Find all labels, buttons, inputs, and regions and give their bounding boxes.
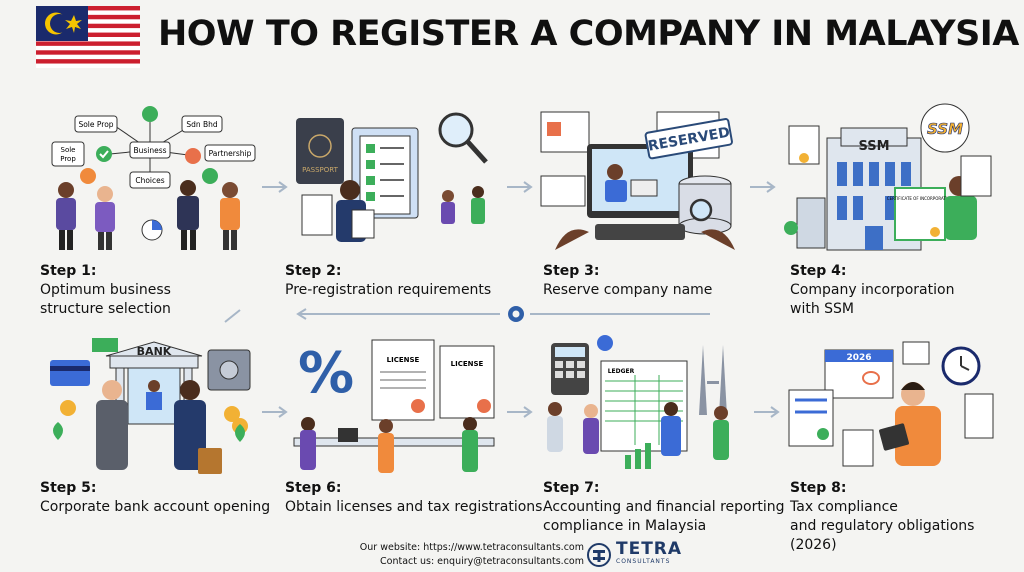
footer-contact: Our website: https://www.tetraconsultant… [300, 541, 584, 569]
step-6-illustration: % LICENSE LICENSE [293, 339, 495, 473]
license-doc-1: LICENSE [387, 356, 420, 364]
page-title: HOW TO REGISTER A COMPANY IN MALAYSIA [158, 14, 1019, 54]
flag-stripe [36, 41, 140, 47]
brand-name: TETRA CONSULTANTS [616, 539, 683, 565]
step-1-label: Step 1: Optimum business structure selec… [40, 263, 171, 317]
step-8-label: Step 8: Tax compliance and regulatory ob… [790, 480, 975, 553]
flag-stripe [36, 50, 140, 55]
flag-stripe [36, 63, 140, 68]
gear-icon [508, 306, 524, 322]
flag-stripe [36, 54, 140, 60]
ssm-logo-text: SSM [927, 120, 963, 138]
step-4-illustration: SSM SSM CERTIFICATE OF INCORPORATION [784, 103, 992, 251]
step-2-label: Step 2: Pre-registration requirements [285, 263, 492, 298]
tetra-logo-icon [587, 543, 611, 567]
step-5-label: Step 5: Corporate bank account opening [40, 480, 271, 515]
percent-icon: % [298, 341, 354, 406]
bank-sign: BANK [137, 345, 172, 358]
choice-choices: Choices [135, 176, 164, 185]
arrow-right-icon [507, 406, 533, 418]
license-doc-2: LICENSE [451, 360, 484, 368]
step-6-label: Step 6: Obtain licenses and tax registra… [285, 480, 543, 515]
step-5-illustration: BANK [50, 338, 251, 475]
arrow-right-icon [262, 181, 288, 193]
step-1-illustration: Sole Prop Sole Prop Business Choices Sdn… [51, 106, 256, 250]
step-7-label: Step 7: Accounting and financial reporti… [543, 480, 785, 534]
svg-text:Sole: Sole [61, 146, 76, 154]
flag-stripe [36, 45, 140, 51]
contact-email[interactable]: Contact us: enquiry@tetraconsultants.com [380, 556, 584, 567]
choice-partnership: Partnership [209, 149, 252, 158]
step-3-illustration: RESERVED [540, 111, 735, 250]
step-2-illustration: PASSPORT [296, 112, 488, 242]
ledger-label: LEDGER [608, 368, 635, 375]
step-3-label: Step 3: Reserve company name [543, 263, 713, 298]
choice-business: Business [133, 146, 166, 155]
svg-text:Prop: Prop [60, 155, 76, 163]
choice-sdn-bhd: Sdn Bhd [186, 120, 218, 129]
step-7-illustration: LEDGER [547, 335, 729, 469]
connector-arrow-icon [224, 306, 710, 323]
malaysia-flag-icon [36, 6, 140, 68]
arrow-right-icon [507, 181, 533, 193]
certificate-label: CERTIFICATE OF INCORPORATION [887, 196, 953, 201]
arrow-right-icon [262, 406, 288, 418]
passport-label: PASSPORT [302, 166, 339, 174]
ssm-building-sign: SSM [858, 139, 889, 154]
website-link[interactable]: Our website: https://www.tetraconsultant… [359, 542, 584, 553]
calendar-year: 2026 [846, 353, 871, 363]
step-4-label: Step 4: Company incorporation with SSM [790, 263, 955, 317]
step-8-illustration: 2026 [788, 341, 994, 467]
flag-stripe [36, 59, 140, 64]
choice-sole-prop-1: Sole Prop [78, 120, 113, 129]
arrow-right-icon [754, 406, 780, 418]
arrow-right-icon [750, 181, 776, 193]
